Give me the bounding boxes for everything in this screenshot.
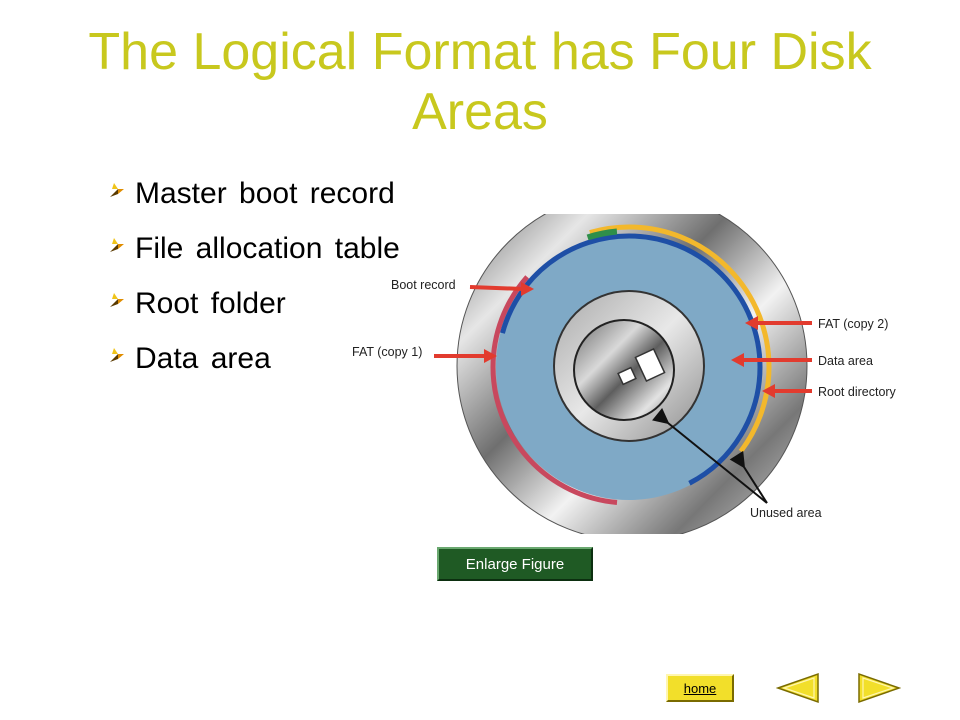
pointer-unused-edge [729, 450, 768, 504]
label-root-directory: Root directory [818, 385, 897, 399]
next-arrow-shape [858, 672, 901, 704]
bullet-text: Data area [135, 342, 271, 375]
arrow-fat-copy2-head [745, 316, 758, 330]
arrow-root-directory-head [762, 384, 775, 398]
fat-copy2-ring [495, 233, 763, 501]
hub-hole-small [617, 366, 637, 386]
bullet-text: Root folder [135, 287, 286, 320]
fat-copy1-ring [490, 228, 768, 506]
previous-arrow-shape [776, 672, 819, 704]
next-slide-arrow-icon[interactable] [855, 672, 901, 704]
label-fat-copy2: FAT (copy 2) [818, 317, 888, 331]
home-button[interactable]: home [666, 674, 734, 702]
home-link[interactable]: home [683, 680, 717, 696]
bullet-item: Data area [108, 331, 400, 386]
bullet-item: Master boot record [108, 166, 400, 221]
hub-hole-large [634, 347, 666, 383]
label-boot-record: Boot record [391, 278, 456, 292]
label-data-area: Data area [818, 354, 873, 368]
bullet-item: File allocation table [108, 221, 400, 276]
slide-title: The Logical Format has Four Disk Areas [88, 23, 872, 141]
label-fat-copy1: FAT (copy 1) [352, 345, 422, 359]
arrow-boot-record-head [521, 282, 534, 296]
arrow-boot-record [469, 285, 524, 291]
bullet-icon [110, 238, 124, 252]
previous-slide-arrow-icon[interactable] [776, 672, 822, 704]
bullet-icon [110, 293, 124, 307]
enlarge-figure-button[interactable]: Enlarge Figure [437, 547, 593, 581]
bullet-icon [110, 183, 124, 197]
arrow-fat-copy1-head [484, 349, 497, 363]
bullet-text: Master boot record [135, 177, 395, 210]
arrow-data-area-head [731, 353, 744, 367]
bullet-icon [110, 348, 124, 362]
bullet-text: File allocation table [135, 232, 400, 265]
pointer-unused-hub [652, 407, 768, 504]
next-arrow-highlight [862, 677, 895, 699]
bullet-item: Root folder [108, 276, 400, 331]
disk-figure: Boot record FAT (copy 1) FAT (copy 2) Da… [352, 214, 897, 534]
root-directory-ring [486, 224, 772, 510]
previous-arrow-highlight [782, 677, 815, 699]
label-unused-area: Unused area [750, 506, 822, 520]
bullet-list: Master boot record File allocation table… [108, 166, 400, 386]
